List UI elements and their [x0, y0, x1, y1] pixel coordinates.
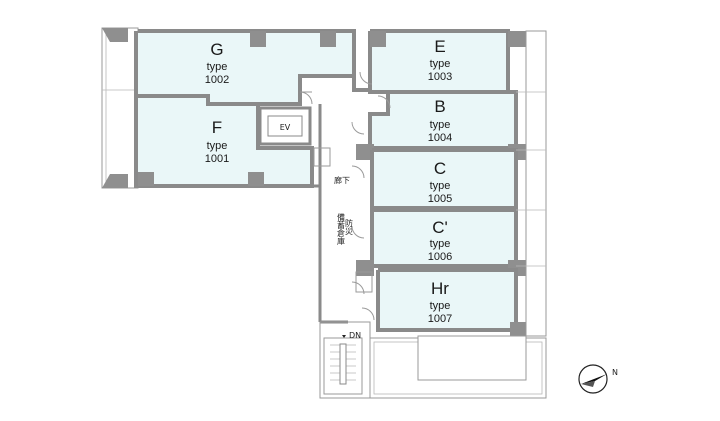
unit-hr-number: 1007: [428, 313, 452, 325]
right-balcony: [516, 30, 547, 337]
unit-f[interactable]: [134, 94, 314, 188]
unit-e-number: 1003: [428, 71, 452, 83]
unit-c-type: type: [430, 180, 451, 192]
unit-label-f: F type 1001: [205, 118, 229, 165]
unit-hr[interactable]: [376, 268, 526, 338]
ev-label: EV: [280, 123, 291, 132]
north-label: N: [612, 368, 618, 377]
unit-c-id: C: [434, 159, 446, 178]
unit-e-type: type: [430, 58, 451, 70]
unit-label-c: C type 1005: [428, 159, 452, 205]
unit-label-e: E type 1003: [428, 37, 452, 83]
unit-g-number: 1002: [205, 74, 229, 86]
storage-label-line2: 防災: [345, 218, 354, 235]
unit-label-b: B type 1004: [428, 97, 452, 144]
unit-f-type: type: [207, 140, 228, 152]
unit-b-type: type: [430, 119, 451, 131]
corridor-label: 廊下: [334, 175, 350, 185]
unit-c-prime-number: 1006: [428, 251, 452, 263]
unit-label-hr: Hr type 1007: [428, 279, 452, 325]
unit-g[interactable]: [134, 29, 356, 106]
unit-hr-type: type: [430, 300, 451, 312]
stair-area: [319, 321, 371, 399]
unit-c-prime-id: C': [432, 218, 448, 237]
unit-c-number: 1005: [428, 193, 452, 205]
north-arrow-icon: N: [578, 364, 618, 394]
unit-hr-id: Hr: [431, 279, 449, 298]
elevator: [258, 106, 312, 146]
storage-label-line1: 備蓄倉庫: [337, 212, 346, 246]
unit-e-id: E: [434, 37, 445, 56]
corridor: [299, 71, 391, 324]
left-wing-balcony: [101, 27, 139, 189]
unit-f-number: 1001: [205, 153, 229, 165]
unit-b-id: B: [434, 97, 445, 116]
unit-c-prime-type: type: [430, 238, 451, 250]
unit-g-type: type: [207, 61, 228, 73]
unit-b-number: 1004: [428, 132, 452, 144]
unit-label-c-prime: C' type 1006: [428, 218, 452, 263]
lower-balcony: [320, 335, 547, 399]
unit-f-id: F: [212, 118, 222, 137]
stairs-down-label: DN: [349, 331, 361, 340]
unit-label-g: G type 1002: [205, 40, 229, 86]
unit-g-id: G: [210, 40, 223, 59]
